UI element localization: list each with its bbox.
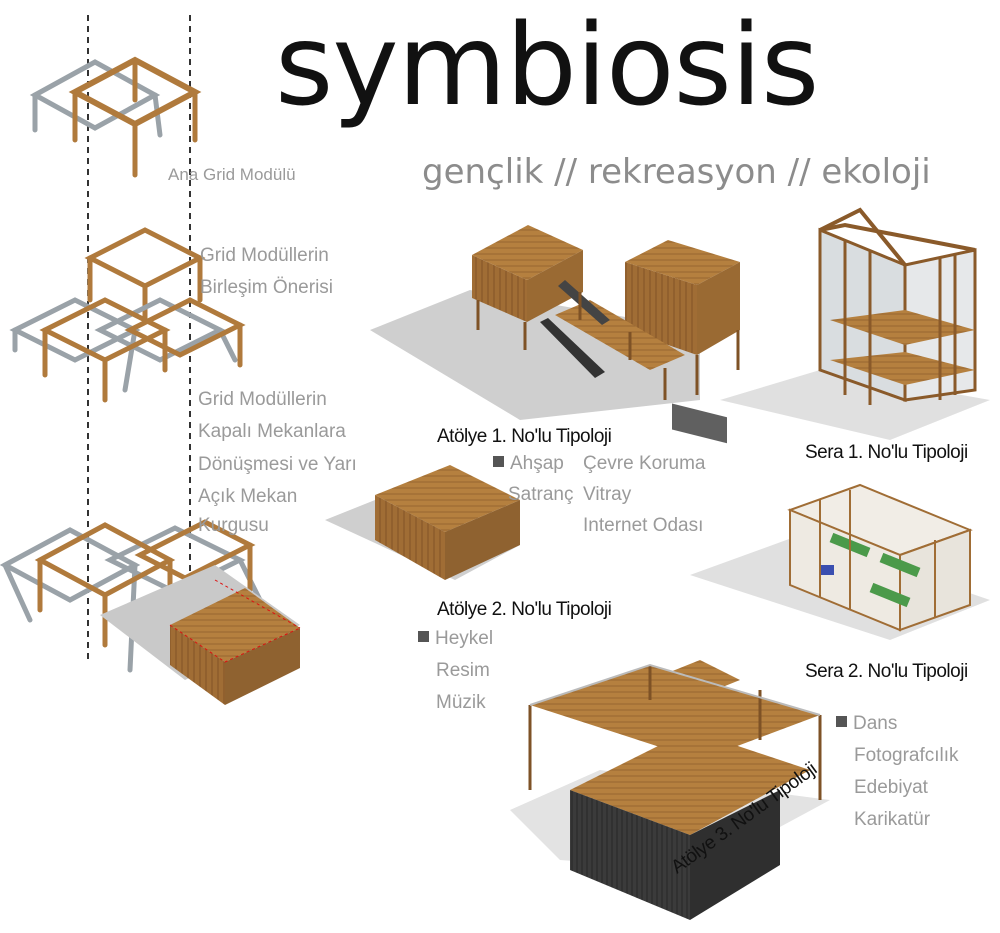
grid-step3-label-line1: Grid Modüllerin xyxy=(198,389,327,410)
atolye1-model xyxy=(370,225,740,444)
atolye3-activity-edebiyat: Edebiyat xyxy=(854,777,928,798)
grid-step1-label: Ana Grid Modülü xyxy=(168,165,296,184)
grid-step2-label-line2: Birleşim Önerisi xyxy=(200,277,334,298)
bullet-square-icon xyxy=(836,716,847,727)
grid-module-diagram xyxy=(0,15,301,705)
sera1-title: Sera 1. No'lu Tipoloji xyxy=(805,442,968,463)
atolye1-activity-satranc: Satranç xyxy=(508,484,574,505)
grid-step3-label-line3: Dönüşmesi ve Yarı xyxy=(198,454,357,475)
bullet-square-icon xyxy=(418,631,429,642)
page-subtitle: gençlik // rekreasyon // ekoloji xyxy=(422,152,931,192)
atolye1-activity-internet-odasi: Internet Odası xyxy=(583,515,704,536)
grid-step2-label-line1: Grid Modüllerin xyxy=(200,245,329,266)
atolye3-activity-dans: Dans xyxy=(836,714,897,733)
atolye3-activity-fotografcilik: Fotografcılık xyxy=(854,745,959,766)
grid-step3-label-line4: Açık Mekan xyxy=(198,486,298,507)
atolye1-activity-vitray: Vitray xyxy=(583,484,632,505)
atolye2-model xyxy=(325,465,520,580)
atolye1-title: Atölye 1. No'lu Tipoloji xyxy=(437,426,612,447)
bullet-square-icon xyxy=(493,456,504,467)
atolye3-model xyxy=(510,660,830,920)
atolye2-activity-muzik: Müzik xyxy=(436,692,486,713)
grid-step3-label-line2: Kapalı Mekanlara xyxy=(198,421,346,442)
grid-step3-label-line5: Kurgusu xyxy=(198,515,269,536)
atolye1-activity-ahsap: Ahşap xyxy=(493,454,564,473)
atolye3-activity-karikatur: Karikatür xyxy=(854,809,931,830)
atolye2-activity-heykel: Heykel xyxy=(418,629,493,648)
sera2-model xyxy=(690,483,990,640)
sera1-model xyxy=(720,207,990,440)
sera2-title: Sera 2. No'lu Tipoloji xyxy=(805,661,968,682)
atolye2-title: Atölye 2. No'lu Tipoloji xyxy=(437,599,612,620)
atolye2-activity-resim: Resim xyxy=(436,660,490,681)
page-title: symbiosis xyxy=(275,1,819,131)
atolye1-activity-cevre-koruma: Çevre Koruma xyxy=(583,453,706,474)
